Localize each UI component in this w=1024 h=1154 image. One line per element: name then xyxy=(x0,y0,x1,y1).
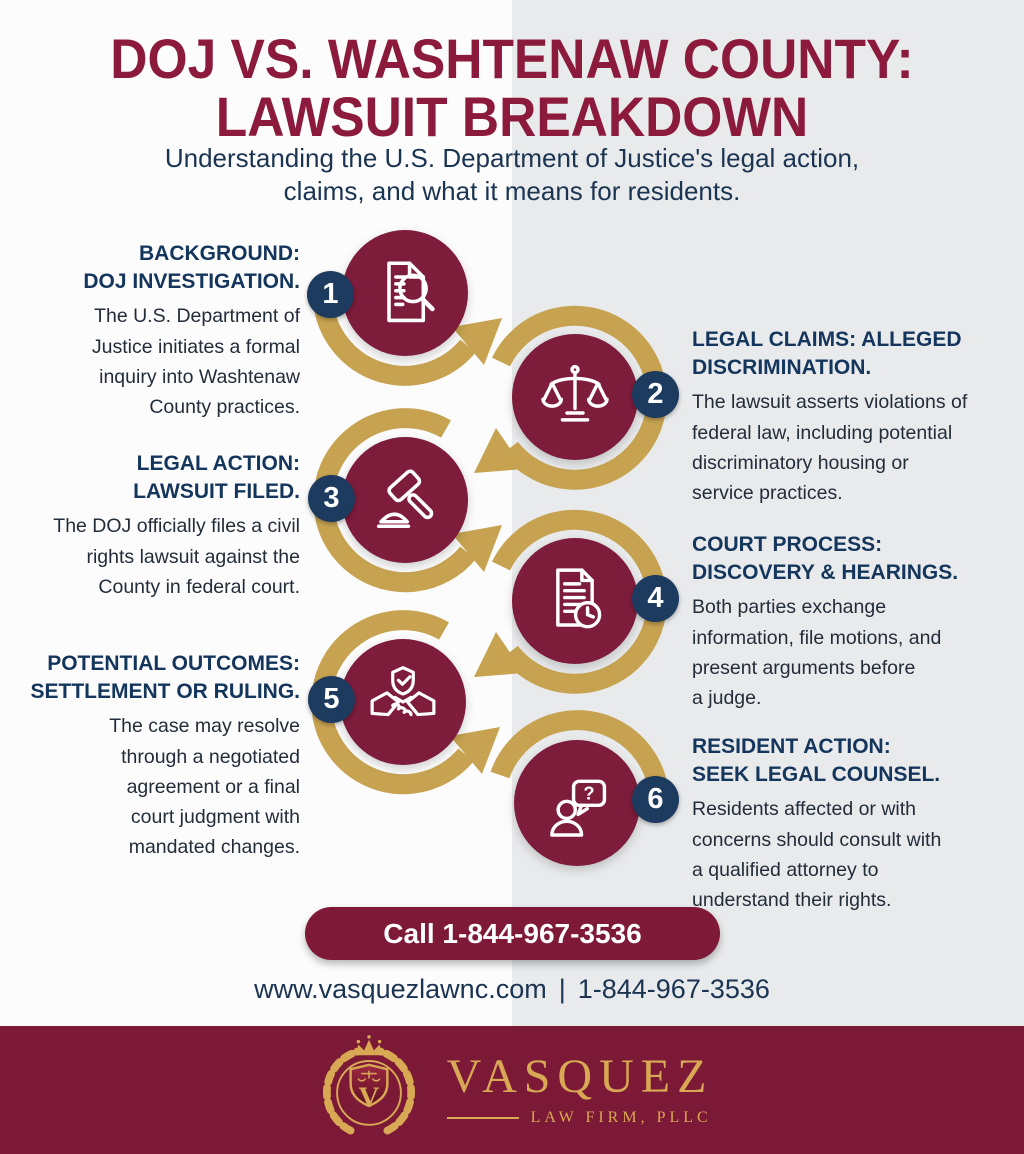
arrowhead-3-4-icon xyxy=(452,525,502,572)
step-6-number-badge: 6 xyxy=(632,776,679,823)
step-6-number: 6 xyxy=(647,783,664,815)
step-5-number-badge: 5 xyxy=(308,676,355,723)
step-1-number-badge: 1 xyxy=(307,271,354,318)
brand-subtitle: LAW FIRM, PLLC xyxy=(530,1109,712,1126)
arrowhead-1-2-icon xyxy=(452,318,502,365)
phone-number: 1-844-967-3536 xyxy=(577,974,770,1004)
brand-name: VASQUEZ xyxy=(446,1050,714,1103)
scales-of-justice-icon xyxy=(541,364,609,422)
arrowhead-2-3-icon xyxy=(474,428,524,473)
step-5-heading: POTENTIAL OUTCOMES:SETTLEMENT OR RULING. xyxy=(30,652,301,703)
step-1-text: BACKGROUND:DOJ INVESTIGATION. The U.S. D… xyxy=(40,240,300,422)
step-4-number-badge: 4 xyxy=(632,575,679,622)
brand-divider-line xyxy=(446,1117,519,1119)
step-3-text: LEGAL ACTION:LAWSUIT FILED. The DOJ offi… xyxy=(30,450,300,602)
step-2-number-badge: 2 xyxy=(632,371,679,418)
arrowhead-4-5-icon xyxy=(474,632,524,677)
arrowhead-5-6-icon xyxy=(450,727,500,774)
step-3-number: 3 xyxy=(323,482,340,514)
document-clock-icon xyxy=(556,568,602,629)
step-6-text: RESIDENT ACTION:SEEK LEGAL COUNSEL. Resi… xyxy=(692,733,992,915)
brand-subtitle-row: LAW FIRM, PLLC xyxy=(446,1109,714,1127)
document-magnifier-icon xyxy=(387,261,435,323)
arc-step1 xyxy=(313,298,476,386)
step-4-number: 4 xyxy=(647,582,664,614)
step-5-circle xyxy=(340,639,466,765)
step-5-text: POTENTIAL OUTCOMES:SETTLEMENT OR RULING.… xyxy=(14,650,301,863)
footer-band: V VASQUEZ LAW FIRM, PLLC xyxy=(0,1026,1024,1154)
step-4-circle xyxy=(512,538,638,664)
step-4-text: COURT PROCESS:DISCOVERY & HEARINGS. Both… xyxy=(692,531,992,713)
law-firm-emblem-icon: V xyxy=(322,1035,415,1135)
website-link[interactable]: www.vasquezlawnc.com | 1-844-967-3536 xyxy=(0,974,1024,1005)
person-question-icon: ? xyxy=(550,779,607,837)
brand-block: VASQUEZ LAW FIRM, PLLC xyxy=(446,1050,714,1127)
step-1-number: 1 xyxy=(322,278,339,310)
step-5-number: 5 xyxy=(323,683,340,715)
step-2-number: 2 xyxy=(647,378,664,410)
arc-step6 xyxy=(490,710,670,811)
step-6-heading: RESIDENT ACTION:SEEK LEGAL COUNSEL. xyxy=(692,735,941,786)
monogram-letter: V xyxy=(358,1081,379,1113)
handshake-shield-icon xyxy=(370,666,436,717)
separator: | xyxy=(558,974,566,1004)
step-3-circle xyxy=(342,437,468,563)
step-1-heading: BACKGROUND:DOJ INVESTIGATION. xyxy=(83,242,300,293)
step-3-heading: LEGAL ACTION:LAWSUIT FILED. xyxy=(133,452,300,503)
step-4-heading: COURT PROCESS:DISCOVERY & HEARINGS. xyxy=(692,533,959,584)
step-2-circle xyxy=(512,334,638,460)
page-subtitle: Understanding the U.S. Department of Jus… xyxy=(164,143,860,207)
page-title: DOJ VS. WASHTENAW COUNTY:LAWSUIT BREAKDO… xyxy=(110,27,914,149)
website-url: www.vasquezlawnc.com xyxy=(254,974,547,1004)
call-button[interactable]: Call 1-844-967-3536 xyxy=(305,907,720,960)
svg-text:?: ? xyxy=(583,783,594,804)
step-1-circle xyxy=(342,230,468,356)
step-3-number-badge: 3 xyxy=(308,475,355,522)
gavel-icon xyxy=(376,469,434,529)
step-6-circle: ? xyxy=(514,740,640,866)
